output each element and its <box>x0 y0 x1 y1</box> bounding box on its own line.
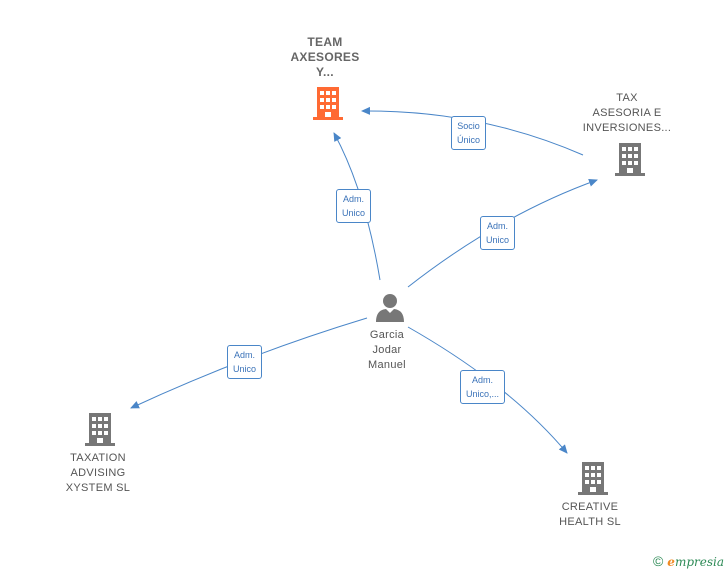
node-label-line: Manuel <box>368 359 406 371</box>
edge-label-line: Adm. <box>343 194 365 204</box>
person-icon[interactable] <box>374 292 406 324</box>
node-label-team-axesores[interactable]: TEAM AXESORES Y... <box>280 35 370 80</box>
node-label-line: HEALTH SL <box>559 516 621 528</box>
edge-label-adm-unico-taxation[interactable]: Adm. Unico <box>227 345 263 379</box>
node-label-line: AXESORES <box>290 50 360 64</box>
edge-label-line: Adm. <box>234 350 256 360</box>
node-label-line: TAX <box>616 92 638 104</box>
brand-name-rest: mpresia <box>674 555 724 569</box>
edge-label-line: Unico,... <box>466 389 500 399</box>
edge-label-socio-unico[interactable]: Socio Único <box>451 116 487 150</box>
node-label-tax-asesoria[interactable]: TAX ASESORIA E INVERSIONES... <box>577 91 677 136</box>
node-label-line: TEAM <box>307 35 343 49</box>
edge-label-line: Único <box>457 135 481 145</box>
empresia-brand[interactable]: ©empresia <box>653 553 724 569</box>
edge-label-adm-unico-creative[interactable]: Adm. Unico,... <box>460 370 506 404</box>
node-label-line: CREATIVE <box>561 501 619 513</box>
node-label-creative-health[interactable]: CREATIVE HEALTH SL <box>545 500 635 530</box>
building-icon[interactable] <box>613 141 647 177</box>
edge-label-line: Unico <box>233 364 257 374</box>
building-icon[interactable] <box>311 85 345 121</box>
brand-name: empresia <box>667 555 724 569</box>
node-label-line: ASESORIA E <box>592 107 662 119</box>
edge-label-adm-unico-team[interactable]: Adm. Unico <box>336 189 372 223</box>
node-label-line: TAXATION <box>70 452 126 464</box>
node-label-line: XYSTEM SL <box>65 482 131 494</box>
edge-label-adm-unico-tax[interactable]: Adm. Unico <box>480 216 516 250</box>
building-icon[interactable] <box>576 460 610 496</box>
node-label-line: ADVISING <box>70 467 126 479</box>
node-label-line: INVERSIONES... <box>582 122 672 134</box>
edge-label-line: Unico <box>486 235 510 245</box>
node-label-line: Garcia <box>369 329 405 341</box>
node-label-line: Y... <box>316 65 334 79</box>
edge-label-line: Unico <box>342 208 366 218</box>
building-icon[interactable] <box>83 411 117 447</box>
edge-label-line: Adm. <box>472 375 494 385</box>
node-label-line: Jodar <box>372 344 402 356</box>
node-label-taxation-advising[interactable]: TAXATION ADVISING XYSTEM SL <box>48 451 148 496</box>
copyright-icon: © <box>652 553 664 569</box>
brand-name-initial: e <box>667 555 675 569</box>
edge-label-line: Socio <box>457 121 480 131</box>
node-label-garcia-jodar-manuel[interactable]: Garcia Jodar Manuel <box>347 328 427 373</box>
edge-label-line: Adm. <box>487 221 509 231</box>
